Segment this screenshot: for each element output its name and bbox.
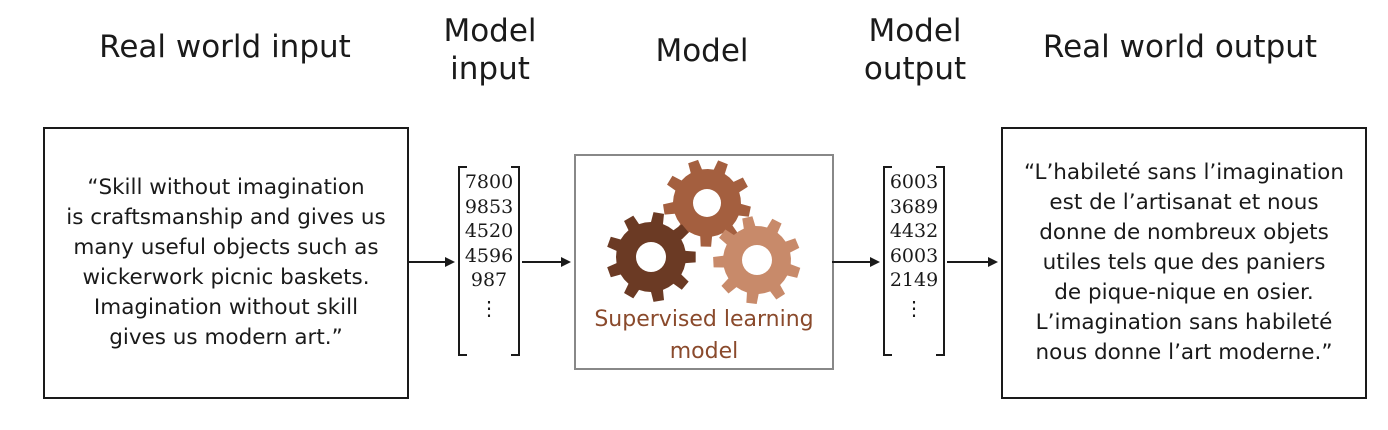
output-vector-value: 2149 [889,269,939,291]
header-line: Real world output [1042,29,1318,65]
input-vector-value: 4596 [464,244,514,267]
model-label: Supervised learning model [576,304,832,368]
header-line: Model [868,13,962,49]
vertical-ellipsis: ⋮ [904,295,924,320]
input-text-line: Imagination without skill [93,295,359,320]
model-label-line: model [669,339,739,364]
output-vector-value: 4432 [889,220,939,242]
output-vector-value: 6003 [889,244,939,267]
gear-right-icon [713,216,801,304]
header-model: Model [622,32,782,70]
header-model-output: Model output [840,12,990,88]
output-text-line: donne de nombreux objets [1039,220,1329,245]
header-real-world-output: Real world output [1010,28,1350,66]
header-model-input: Model input [420,12,560,88]
model-box: Supervised learning model [574,154,834,370]
header-line: input [450,51,530,87]
output-text-line: utiles tels que des paniers [1042,250,1326,275]
input-text-line: many useful objects such as [73,235,379,260]
header-line: Real world input [99,29,351,65]
real-world-output-box: “L’habileté sans l’imagination est de l’… [1001,127,1367,399]
header-line: Model [443,13,537,49]
gears-icon [607,159,801,304]
output-text-line: est de l’artisanat et nous [1049,190,1319,215]
header-line: Model [655,33,749,69]
vector-left-bracket [883,166,892,356]
input-vector-value: 7800 [464,171,514,193]
output-vector-value: 6003 [889,171,939,193]
gear-top-icon [663,159,751,247]
input-vector-value: 9853 [464,195,514,218]
output-text-line: “L’habileté sans l’imagination [1024,160,1344,185]
input-text-line: “Skill without imagination [87,175,365,200]
output-text-line: L’imagination sans habileté [1035,310,1333,335]
model-output-vector: 6003 3689 4432 6003 2149 ⋮ [883,166,945,356]
output-text-line: de pique-nique en osier. [1054,280,1314,305]
vector-right-bracket [936,166,945,356]
output-vector-value: 3689 [889,195,939,218]
gear-left-icon [607,212,696,302]
vertical-ellipsis: ⋮ [479,295,499,320]
input-text-line: wickerwork picnic baskets. [82,265,370,290]
input-vector-value: 987 [470,269,508,291]
model-label-line: Supervised learning [594,307,814,332]
output-text-line: nous donne l’art moderne.” [1035,340,1333,365]
vector-right-bracket [511,166,520,356]
header-real-world-input: Real world input [60,28,390,66]
model-input-vector: 7800 9853 4520 4596 987 ⋮ [458,166,520,356]
header-line: output [863,51,967,87]
input-vector-value: 4520 [464,220,514,242]
input-text-line: gives us modern art.” [109,325,343,350]
vector-left-bracket [458,166,467,356]
input-text-line: is craftsmanship and gives us [66,205,386,230]
